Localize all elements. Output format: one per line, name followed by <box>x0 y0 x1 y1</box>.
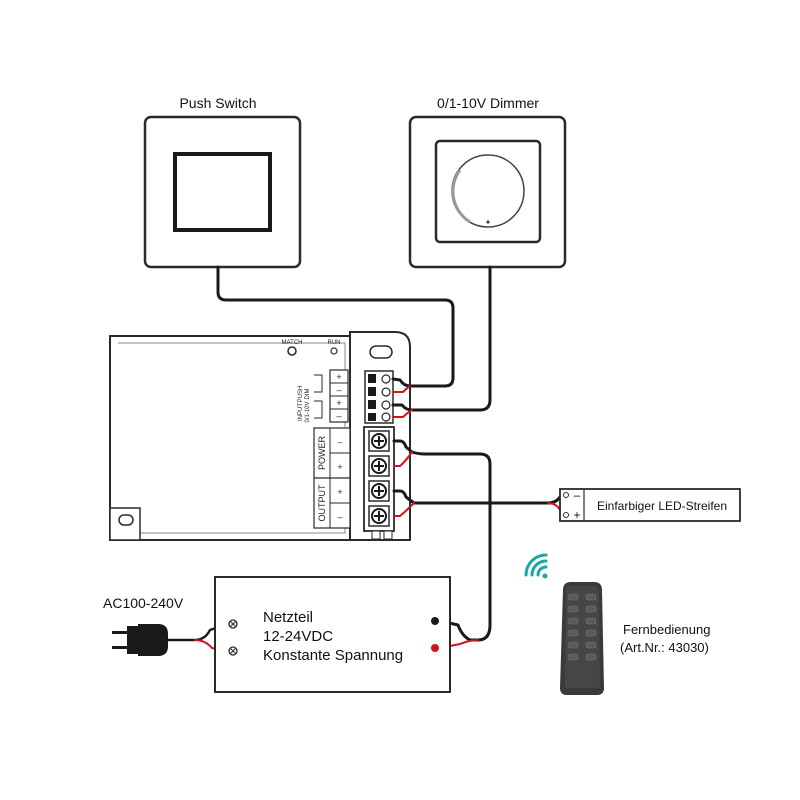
plug-pin-top <box>112 631 128 634</box>
remote-button-1[interactable] <box>585 593 597 601</box>
screw-terminal-power-plus[interactable] <box>368 455 390 477</box>
output-label: OUTPUT <box>317 484 327 522</box>
power-label: POWER <box>317 436 327 471</box>
output-plus-label: + <box>337 487 342 497</box>
input-terminal-block <box>364 370 394 424</box>
dim-label: DIM <box>305 389 311 400</box>
dimmer: 0/1-10V Dimmer <box>408 95 567 269</box>
wire-output <box>392 489 567 505</box>
wire-push-red <box>392 385 411 393</box>
push-plus-label: + <box>336 372 341 382</box>
psu-body <box>214 576 451 693</box>
dim-symbol-icon <box>314 400 323 419</box>
remote-button-7[interactable] <box>585 629 597 637</box>
controller: MATCH RUN + – + – PUSH DIM INPUT 0/1-10V… <box>109 331 411 541</box>
input-label: INPUT <box>298 403 304 421</box>
output-minus-label: – <box>337 512 342 522</box>
input-terminal-2[interactable] <box>368 387 376 396</box>
dimmer-knob-dot <box>486 220 490 224</box>
led-strip-body <box>559 488 741 522</box>
input-range-label: 0/1-10V <box>305 401 311 422</box>
power-supply: Netzteil 12-24VDC Konstante Spannung <box>214 576 451 693</box>
led-strip-label: Einfarbiger LED-Streifen <box>597 499 727 513</box>
power-minus-label: – <box>337 437 342 447</box>
push-minus-label: – <box>336 385 341 395</box>
screw-terminal-output-plus[interactable] <box>368 480 390 502</box>
wire-output-red <box>393 502 415 517</box>
ac-input-label: AC100-240V <box>103 595 184 611</box>
remote-button-4[interactable] <box>567 617 579 625</box>
push-switch-button <box>173 152 272 232</box>
remote-button-11[interactable] <box>585 653 597 661</box>
remote-control: Fernbedienung (Art.Nr.: 43030) <box>524 553 710 695</box>
led-strip: – + Einfarbiger LED-Streifen <box>559 488 741 522</box>
wires <box>166 265 567 652</box>
remote-button-8[interactable] <box>567 641 579 649</box>
match-button[interactable] <box>287 346 297 356</box>
screw-terminal-power-minus[interactable] <box>368 430 390 452</box>
run-led <box>330 347 338 355</box>
psu-type: Konstante Spannung <box>263 647 403 664</box>
remote-buttons <box>567 593 597 661</box>
screw-terminal-output-minus[interactable] <box>368 505 390 527</box>
push-switch: Push Switch <box>143 95 302 269</box>
psu-dc-positive-terminal[interactable] <box>431 644 439 652</box>
remote-button-2[interactable] <box>567 605 579 613</box>
remote-article-number: (Art.Nr.: 43030) <box>620 640 709 655</box>
remote-button-9[interactable] <box>585 641 597 649</box>
psu-title: Netzteil <box>263 609 313 626</box>
led-minus-label: – <box>574 488 581 502</box>
push-switch-label: Push Switch <box>179 95 256 111</box>
input-terminal-1[interactable] <box>368 374 376 383</box>
remote-button-power[interactable] <box>567 593 579 601</box>
wire-dimmer-red <box>392 409 413 418</box>
remote-label: Fernbedienung <box>623 622 710 637</box>
plug-icon <box>138 624 168 656</box>
wire-power-positive <box>393 451 413 467</box>
match-label: MATCH <box>282 340 303 346</box>
remote-button-3[interactable] <box>585 605 597 613</box>
wire-push-switch <box>216 265 455 388</box>
wire-dimmer <box>391 265 492 412</box>
remote-button-10[interactable] <box>567 653 579 661</box>
remote-button-6[interactable] <box>567 629 579 637</box>
wire-ac-neutral <box>194 639 229 652</box>
screw-terminal-block <box>363 426 395 540</box>
remote-button-5[interactable] <box>585 617 597 625</box>
dim-minus-label: – <box>336 411 341 421</box>
dim-plus-label: + <box>336 398 341 408</box>
led-plus-label: + <box>573 508 580 522</box>
plug-pin-bottom <box>112 646 128 649</box>
input-terminal-3[interactable] <box>368 400 376 409</box>
controller-mount-hole <box>118 514 134 526</box>
run-label: RUN <box>328 340 341 346</box>
power-plus-label: + <box>337 462 342 472</box>
ac-plug: AC100-240V <box>103 595 184 656</box>
dimmer-knob-shade <box>451 169 471 224</box>
input-terminal-4[interactable] <box>368 413 376 421</box>
psu-voltage: 12-24VDC <box>263 628 333 645</box>
wire-power-negative <box>392 439 492 642</box>
push-symbol-icon <box>314 374 323 393</box>
psu-dc-negative-terminal[interactable] <box>431 617 439 625</box>
push-label: PUSH <box>298 386 304 403</box>
wifi-icon <box>524 553 548 579</box>
terminal-mount-hole <box>369 345 393 359</box>
wire-psu-positive <box>439 639 479 649</box>
dimmer-label: 0/1-10V Dimmer <box>437 95 539 111</box>
